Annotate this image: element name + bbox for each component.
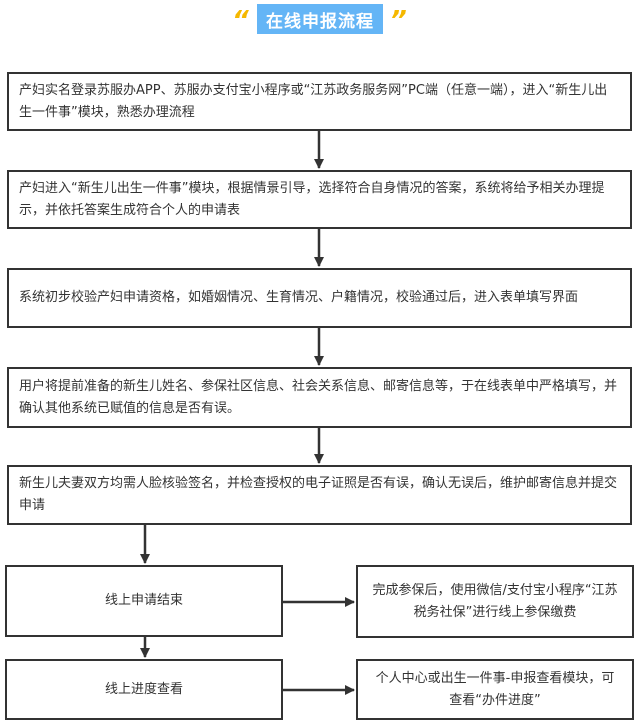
quote-mark-left: “ bbox=[232, 6, 249, 36]
quote-mark-right: ” bbox=[390, 6, 407, 36]
step-6-box: 线上申请结束 bbox=[5, 565, 283, 637]
note-2-box: 个人中心或出生一件事-申报查看模块，可查看“办件进度” bbox=[356, 659, 634, 720]
step-5-box: 新生儿夫妻双方均需人脸核验签名，并检查授权的电子证照是否有误，确认无误后，维护邮… bbox=[7, 465, 632, 525]
step-4-box: 用户将提前准备的新生儿姓名、参保社区信息、社会关系信息、邮寄信息等，于在线表单中… bbox=[7, 367, 632, 428]
step-3-box: 系统初步校验产妇申请资格，如婚姻情况、生育情况、户籍情况，校验通过后，进入表单填… bbox=[7, 268, 632, 328]
note-2-text: 个人中心或出生一件事-申报查看模块，可查看“办件进度” bbox=[375, 670, 615, 708]
step-2-box: 产妇进入“新生儿出生一件事”模块，根据情景引导，选择符合自身情况的答案，系统将给… bbox=[7, 170, 632, 229]
step-3-text: 系统初步校验产妇申请资格，如婚姻情况、生育情况、户籍情况，校验通过后，进入表单填… bbox=[19, 290, 579, 305]
step-1-box: 产妇实名登录苏服办APP、苏服办支付宝小程序或“江苏政务服务网”PC端（任意一端… bbox=[7, 72, 632, 131]
step-7-text: 线上进度查看 bbox=[104, 681, 183, 697]
step-6-text: 线上申请结束 bbox=[104, 593, 183, 608]
step-1-text: 产妇实名登录苏服办APP、苏服办支付宝小程序或“江苏政务服务网”PC端（任意一端… bbox=[19, 82, 608, 120]
step-7-box: 线上进度查看 bbox=[5, 659, 283, 720]
note-1-box: 完成参保后，使用微信/支付宝小程序“江苏税务社保”进行线上参保缴费 bbox=[356, 565, 634, 638]
note-1-text: 完成参保后，使用微信/支付宝小程序“江苏税务社保”进行线上参保缴费 bbox=[372, 582, 618, 620]
step-2-text: 产妇进入“新生儿出生一件事”模块，根据情景引导，选择符合自身情况的答案，系统将给… bbox=[19, 180, 605, 218]
page-title: 在线申报流程 bbox=[257, 4, 383, 34]
step-5-text: 新生儿夫妻双方均需人脸核验签名，并检查授权的电子证照是否有误，确认无误后，维护邮… bbox=[19, 476, 618, 513]
step-4-text: 用户将提前准备的新生儿姓名、参保社区信息、社会关系信息、邮寄信息等，于在线表单中… bbox=[19, 378, 618, 416]
